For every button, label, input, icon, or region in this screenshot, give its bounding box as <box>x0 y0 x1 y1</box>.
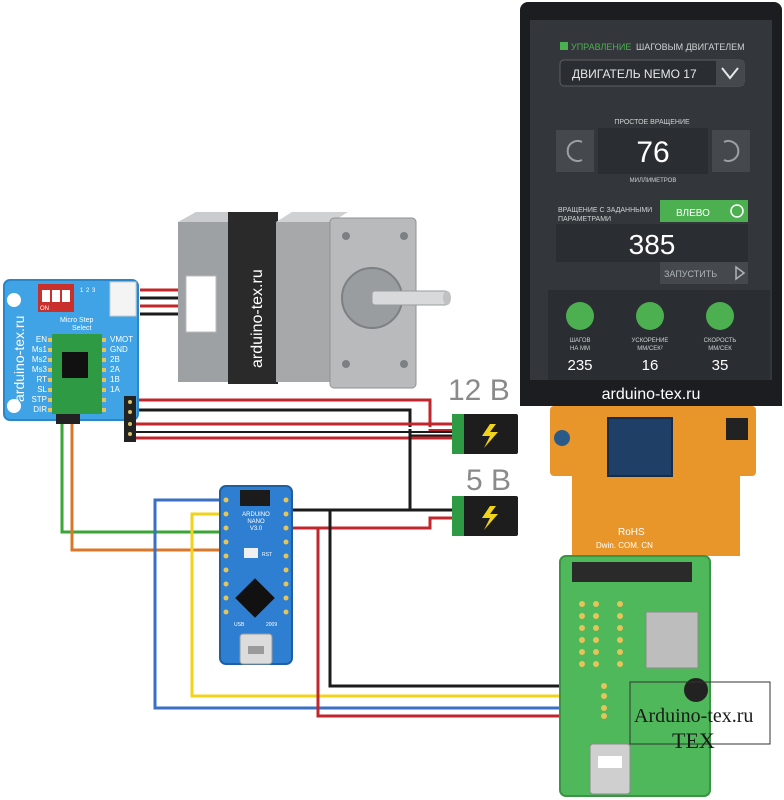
pin-gnd: GND <box>110 345 128 354</box>
play-icon <box>735 265 746 281</box>
start-button[interactable] <box>660 262 748 284</box>
dip-number-3: 3 <box>92 288 96 294</box>
chevron-down-icon <box>721 67 739 80</box>
wire-red-display <box>290 526 600 718</box>
pin-rt: RT <box>36 375 47 384</box>
driver-module-pins <box>48 338 106 412</box>
simple-rotation-label: ПРОСТОЕ ВРАЩЕНИЕ <box>614 119 690 126</box>
stat-steps-label1: ШАГОВ <box>569 338 590 344</box>
speed-icon <box>706 302 734 330</box>
driver-right-pin-labels: VMOT GND 2B 2A 1B 1A Vin <box>110 335 133 438</box>
nano-model: NANO <box>247 519 265 525</box>
touch-display: УПРАВЛЕНИЕ ШАГОВЫМ ДВИГАТЕЛЕМ ДВИГАТЕЛЬ … <box>520 2 782 406</box>
pin-2b: 2B <box>110 355 120 364</box>
stat-accel-value: 16 <box>642 357 659 374</box>
arduino-nano: ARDUINO NANO V3.0 RST USB 2009 <box>219 485 293 665</box>
display-caption: arduino-tex.ru <box>602 386 701 403</box>
pin-en: EN <box>36 335 47 344</box>
rotate-left-button[interactable] <box>556 130 594 172</box>
pin-e: E <box>82 427 87 436</box>
pin-sl: SL <box>37 385 47 394</box>
pin-stp: STP <box>31 395 47 404</box>
select-label: Select <box>72 325 92 332</box>
rohs-label: RoHS <box>618 527 645 538</box>
stat-speed-label1: СКОРОСТЬ <box>704 338 737 344</box>
driver-watermark: arduino-tex.ru <box>11 316 27 402</box>
adapter-pin-row-left <box>579 601 623 719</box>
supply-5v-label: 5 В <box>466 464 511 497</box>
pin-1a: 1A <box>110 385 120 394</box>
pin-ms3: Ms3 <box>32 365 48 374</box>
nano-brand: ARDUINO <box>242 512 270 518</box>
rotate-left-icon <box>566 140 583 162</box>
stat-steps-value: 235 <box>567 357 592 374</box>
flex-pcb: RoHS Dwin. COM. CN <box>550 406 756 556</box>
wire-black-display <box>290 508 600 688</box>
nano-rst: RST <box>262 552 272 558</box>
acceleration-icon <box>636 302 664 330</box>
stepper-motor: arduino-tex.ru <box>178 212 451 389</box>
driver-board: ON 1 2 3 Micro Step Select EN Ms1 Ms2 Ms… <box>3 279 139 442</box>
wire-blue <box>153 498 600 710</box>
param-rotation-line2: ПАРАМЕТРАМИ <box>558 216 611 223</box>
dip-on-label: ON <box>40 306 49 312</box>
stat-accel-label2: ММ/СЕК² <box>637 346 663 352</box>
motor-select-chevron[interactable] <box>716 60 744 86</box>
rotate-right-icon <box>723 140 740 162</box>
microstep-label: Micro Step <box>60 317 94 324</box>
pin-2a: 2A <box>110 365 120 374</box>
corner-watermark-line2: TEX <box>672 728 715 753</box>
supply-12v-label: 12 В <box>448 374 510 407</box>
pcb-text: Dwin. COM. CN <box>596 541 653 550</box>
header-brand-icon <box>560 42 568 50</box>
wires <box>60 288 600 718</box>
driver-left-pin-labels: EN Ms1 Ms2 Ms3 RT SL STP DIR <box>31 335 47 414</box>
corner-watermark-line1: Arduino-tex.ru <box>634 705 753 727</box>
wire-red-driver-12v <box>132 398 455 432</box>
wire-orange <box>70 420 220 552</box>
stat-speed-value: 35 <box>712 357 729 374</box>
wire-green <box>60 420 220 534</box>
adapter-board <box>559 555 711 797</box>
nano-usb-label: USB <box>234 622 245 628</box>
header-brand: УПРАВЛЕНИЕ <box>571 42 631 52</box>
power-supply-5v: 5 В <box>452 464 518 536</box>
nano-year: 2009 <box>266 622 277 628</box>
power-supply-12v: 12 В <box>448 374 518 454</box>
units-mm: МИЛЛИМЕТРОВ <box>630 178 677 184</box>
pin-ms2: Ms2 <box>32 355 48 364</box>
header-title: ШАГОВЫМ ДВИГАТЕЛЕМ <box>636 42 745 52</box>
pin-vmot: VMOT <box>110 335 133 344</box>
param-value: 385 <box>629 229 676 260</box>
simple-value-box <box>598 128 708 174</box>
wire-red-to-5v <box>290 516 455 530</box>
param-value-box <box>556 224 748 262</box>
simple-value: 76 <box>636 136 669 169</box>
steps-icon <box>566 302 594 330</box>
wire-yellow <box>190 512 600 698</box>
dip-number-2: 2 <box>86 288 90 294</box>
stat-speed-label2: ММ/СЕК <box>708 346 732 352</box>
rotate-right-button[interactable] <box>712 130 750 172</box>
pin-ms1: Ms1 <box>32 345 48 354</box>
direction-cycle-icon <box>730 204 744 218</box>
pin-1b: 1B <box>110 375 120 384</box>
corner-watermark: Arduino-tex.ru TEX <box>629 681 771 753</box>
dip-number-1: 1 <box>80 288 84 294</box>
stat-steps-label2: НА ММ <box>570 346 590 352</box>
direction-button[interactable] <box>660 200 748 222</box>
stat-accel-label1: УСКОРЕНИЕ <box>632 338 669 344</box>
param-rotation-line1: ВРАЩЕНИЕ С ЗАДАННЫМИ <box>558 207 652 214</box>
wire-black-vertical <box>290 436 412 512</box>
stepper-watermark: arduino-tex.ru <box>249 269 266 368</box>
pin-vin: Vin <box>110 429 121 438</box>
start-button-label: ЗАПУСТИТЬ <box>664 269 717 279</box>
pin-dir: DIR <box>33 405 47 414</box>
direction-button-label: ВЛЕВО <box>676 208 710 219</box>
nano-version: V3.0 <box>250 526 263 532</box>
motor-select-value: ДВИГАТЕЛЬ NEMO 17 <box>572 67 697 81</box>
